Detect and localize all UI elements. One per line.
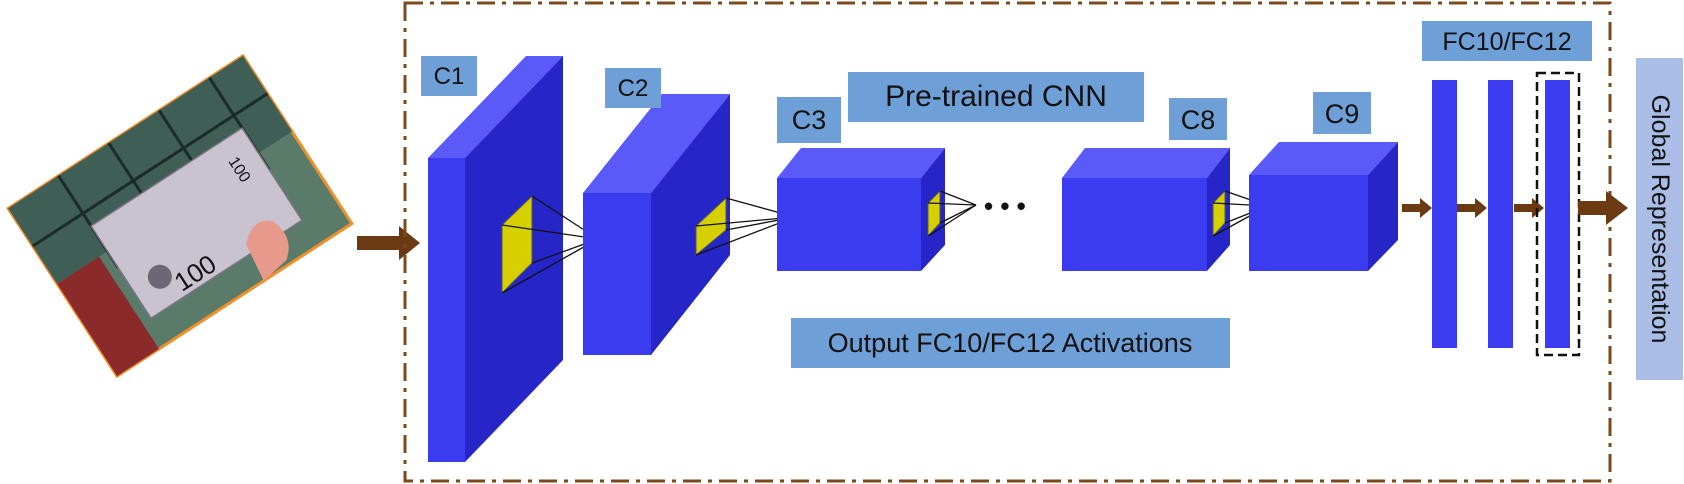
input-photo: 100 100 [6,53,354,379]
output-arrow [1578,191,1628,225]
fc-layer-3 [1545,80,1570,348]
conv-block-c8 [1062,148,1230,271]
label-fc-text: FC10/FC12 [1442,28,1571,56]
label-c3: C3 [777,97,841,143]
label-global: Global Representation [1636,58,1683,380]
label-output: Output FC10/FC12 Activations [791,318,1230,368]
cnn-container-border [403,1,1612,483]
label-output-text: Output FC10/FC12 Activations [828,328,1193,358]
fc-layer-1 [1432,80,1457,348]
receptive-lines-c3 [927,190,977,237]
fc-layer-2 [1488,80,1513,348]
label-global-text: Global Representation [1646,95,1674,344]
label-c8-text: C8 [1181,105,1216,135]
label-c1-text: C1 [434,63,465,90]
label-c9-text: C9 [1325,99,1360,129]
label-c8: C8 [1169,98,1227,140]
label-c1: C1 [421,56,477,96]
conv-block-c2 [583,94,730,355]
label-pretrained-text: Pre-trained CNN [885,80,1107,113]
conv-block-c3 [777,148,945,271]
conv-block-c9 [1249,142,1398,271]
fc-arrows [1402,198,1544,218]
layer-ellipsis: • • • [984,191,1026,221]
label-c9: C9 [1313,92,1371,134]
input-arrow [357,226,420,260]
label-c2: C2 [605,68,661,108]
label-c2-text: C2 [618,75,649,102]
banknote [90,126,304,320]
hand [246,220,289,281]
label-pretrained: Pre-trained CNN [848,72,1144,122]
label-c3-text: C3 [792,105,827,135]
label-fc: FC10/FC12 [1422,21,1592,61]
